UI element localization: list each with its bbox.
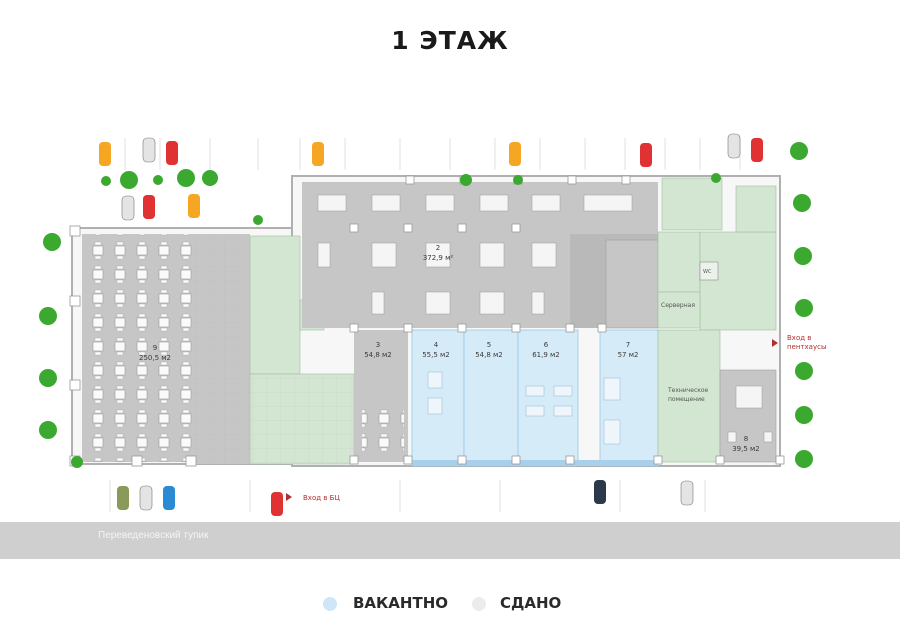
unit-7-number: 7 xyxy=(626,341,630,349)
unit-9-annex-grid xyxy=(192,234,250,464)
unit-9-number: 9 xyxy=(153,344,157,352)
stair-core-east xyxy=(657,231,701,293)
entrance-penthouse-label-1: Вход в xyxy=(787,334,811,342)
unit-8-number: 8 xyxy=(744,435,748,443)
entrance-penthouse: Вход в пентхаусы xyxy=(772,334,827,351)
unit-5-area xyxy=(463,329,519,467)
tech-room-label-1: Техническое xyxy=(667,387,709,394)
floor-title: 1 ЭТАЖ xyxy=(391,26,509,55)
trees xyxy=(39,142,813,468)
vacant-furniture xyxy=(427,371,621,445)
stair-core-west xyxy=(249,235,301,375)
parking-lines xyxy=(109,138,741,512)
legend-vacant-label: ВАКАНТНО xyxy=(353,594,449,612)
unit-5-number: 5 xyxy=(487,341,491,349)
parked-cars-top xyxy=(99,133,763,221)
legend: ВАКАНТНО СДАНО xyxy=(0,592,900,616)
street-strip xyxy=(0,522,900,559)
unit-8-desks xyxy=(727,385,773,443)
parked-cars-bottom xyxy=(117,480,694,516)
unit-9-area-label: 250,5 м2 xyxy=(139,354,171,362)
server-room-label: Серверная xyxy=(661,302,695,309)
lobby-grid xyxy=(250,374,354,464)
legend-vacant-swatch xyxy=(323,597,337,611)
unit-7-area-label: 57 м2 xyxy=(618,351,639,359)
unit-3-area-label: 54,8 м2 xyxy=(364,351,392,359)
legend-rented-label: СДАНО xyxy=(500,594,562,612)
vacant-facade xyxy=(412,460,658,466)
entrance-bc: Вход в БЦ xyxy=(286,493,340,502)
unit-6-area-label: 61,9 м2 xyxy=(532,351,560,359)
wc-east-label: WC xyxy=(703,269,712,275)
unit-6-number: 6 xyxy=(544,341,549,349)
entrance-penthouse-label-2: пентхаусы xyxy=(787,343,827,351)
unit-8-area-label: 39,5 м2 xyxy=(732,445,760,453)
unit-8-area xyxy=(719,369,777,463)
green-northeast xyxy=(735,185,777,233)
unit-3-number: 3 xyxy=(376,341,380,349)
wc-east xyxy=(699,261,719,281)
unit-5-area-label: 54,8 м2 xyxy=(475,351,503,359)
unit-9-furniture xyxy=(82,234,192,462)
unit-4-number: 4 xyxy=(434,341,439,349)
unit-3-furniture xyxy=(362,406,404,454)
unit-6-area xyxy=(517,329,579,467)
unit-2-room xyxy=(605,239,659,329)
unit-2-area-label: 372,9 м² xyxy=(423,254,454,262)
green-east xyxy=(699,231,777,331)
tech-room-label-2: помещение xyxy=(668,396,705,403)
unit-2-desks xyxy=(317,194,633,315)
entrance-bc-label: Вход в БЦ xyxy=(303,494,340,502)
server-room xyxy=(657,291,701,329)
green-north xyxy=(661,177,723,231)
unit-2-number: 2 xyxy=(436,244,440,252)
unit-4-area-label: 55,5 м2 xyxy=(422,351,450,359)
tech-room xyxy=(657,329,721,463)
unit-labels: 9 250,5 м2 2 372,9 м² 3 54,8 м2 4 55,5 м… xyxy=(139,244,760,453)
street-name: Переведеновский тупик xyxy=(98,530,209,541)
legend-rented-swatch xyxy=(472,597,486,611)
